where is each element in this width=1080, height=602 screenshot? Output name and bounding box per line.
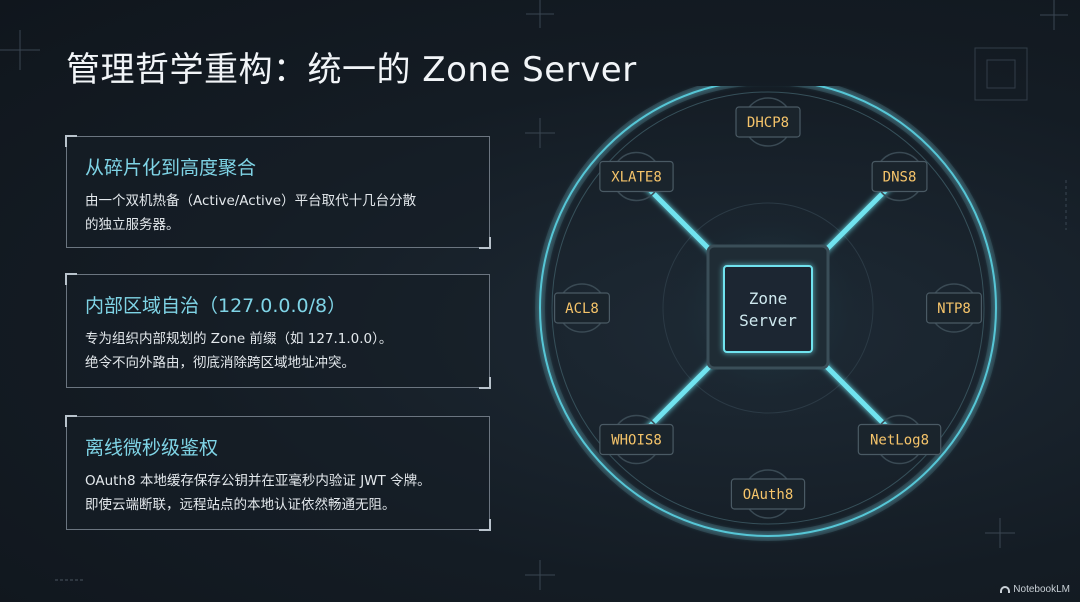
card-line: 的独立服务器。: [85, 213, 475, 237]
node-label: OAuth8: [743, 487, 794, 503]
node-label: ACL8: [565, 301, 599, 317]
node-label: XLATE8: [611, 169, 662, 185]
card-zone-autonomy: 内部区域自治（127.0.0.0/8） 专为组织内部规划的 Zone 前缀（如 …: [66, 274, 490, 388]
node-ntp8: NTP8: [927, 284, 982, 332]
card-body: 由一个双机热备（Active/Active）平台取代十几台分散 的独立服务器。: [85, 189, 475, 237]
node-label: NTP8: [937, 301, 971, 317]
card-line: 专为组织内部规划的 Zone 前缀（如 127.1.0.0）。: [85, 327, 475, 351]
card-line: 即使云端断联，远程站点的本地认证依然畅通无阻。: [85, 493, 475, 517]
card-title: 从碎片化到高度聚合: [85, 153, 256, 180]
card-offline-auth: 离线微秒级鉴权 OAuth8 本地缓存保存公钥并在亚毫秒内验证 JWT 令牌。 …: [66, 416, 490, 530]
brand-label: NotebookLM: [1013, 584, 1070, 595]
chip-core: [724, 266, 812, 352]
card-title: 离线微秒级鉴权: [85, 433, 218, 460]
node-acl8: ACL8: [555, 284, 610, 332]
server-chip: Zone Server: [708, 246, 828, 368]
notebooklm-brand: NotebookLM: [1000, 584, 1070, 595]
node-label: DNS8: [883, 169, 917, 185]
node-label: WHOIS8: [611, 433, 662, 449]
center-label-line2: Server: [739, 311, 797, 330]
card-line: 由一个双机热备（Active/Active）平台取代十几台分散: [85, 189, 475, 213]
card-body: 专为组织内部规划的 Zone 前缀（如 127.1.0.0）。 绝令不向外路由，…: [85, 327, 475, 375]
card-line: OAuth8 本地缓存保存公钥并在亚毫秒内验证 JWT 令牌。: [85, 469, 475, 493]
node-netlog8: NetLog8: [858, 416, 940, 464]
center-label-line1: Zone: [749, 289, 788, 308]
card-title: 内部区域自治（127.0.0.0/8）: [85, 291, 346, 318]
card-line: 绝令不向外路由，彻底消除跨区域地址冲突。: [85, 351, 475, 375]
node-label: DHCP8: [747, 115, 789, 131]
node-label: NetLog8: [870, 433, 929, 449]
page-title: 管理哲学重构：统一的 Zone Server: [66, 42, 637, 91]
notebooklm-logo-icon: [1000, 586, 1010, 593]
card-aggregation: 从碎片化到高度聚合 由一个双机热备（Active/Active）平台取代十几台分…: [66, 136, 490, 248]
card-body: OAuth8 本地缓存保存公钥并在亚毫秒内验证 JWT 令牌。 即使云端断联，远…: [85, 469, 475, 517]
